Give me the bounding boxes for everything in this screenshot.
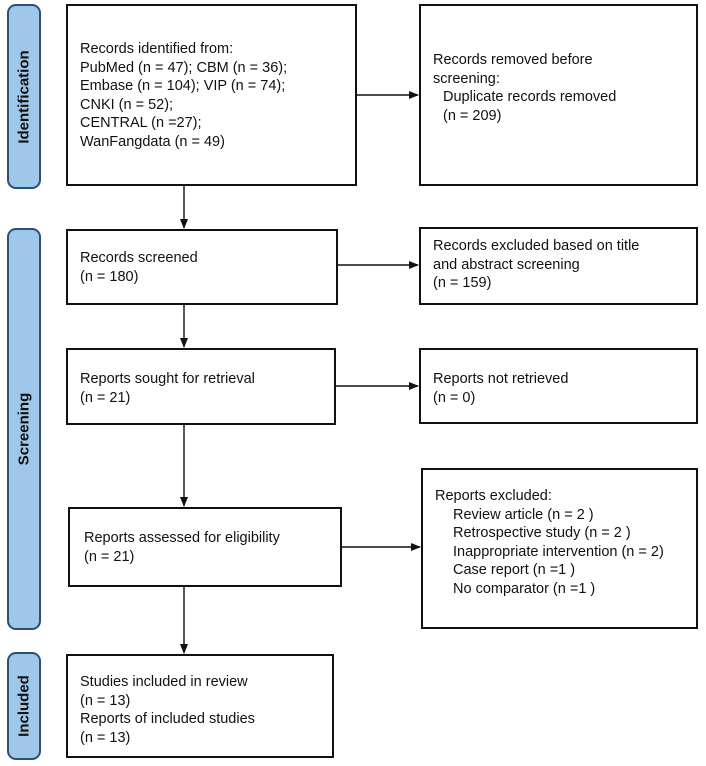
studies-included-line: (n = 13): [80, 692, 131, 709]
reports-excluded-line: Retrospective study (n = 2 ): [453, 525, 631, 541]
reports-not-retrieved-line: Reports not retrieved: [433, 371, 569, 387]
records-identified-line: PubMed (n = 47); CBM (n = 36);: [80, 59, 288, 76]
reports-excluded-box: Reports excluded: Review article (n = 2 …: [421, 468, 698, 629]
reports-excluded-line: Reports excluded:: [435, 488, 552, 504]
records-identified-line: CENTRAL (n =27);: [80, 115, 202, 131]
records-removed-line: (n = 209): [443, 107, 502, 124]
studies-included-line: Reports of included studies: [80, 711, 255, 727]
reports-sought-line: (n = 21): [80, 389, 131, 406]
records-screened-line: Records screened: [80, 250, 198, 266]
records-excluded-line: and abstract screening: [433, 256, 580, 273]
records-identified-line: WanFangdata (n = 49): [80, 133, 225, 150]
reports-assessed-line: (n = 21): [84, 548, 135, 565]
reports-not-retrieved-line: (n = 0): [433, 389, 476, 406]
reports-excluded-line: Case report (n =1 ): [453, 562, 576, 578]
records-removed-line: Duplicate records removed: [443, 89, 617, 105]
reports-excluded-line: Inappropriate intervention (n = 2): [453, 543, 664, 560]
studies-included-line: Studies included in review: [80, 674, 248, 690]
records-removed-line: Records removed before: [433, 52, 593, 68]
records-excluded-line: (n = 159): [433, 275, 492, 291]
records-screened-box: Records screened (n = 180): [66, 229, 338, 305]
records-screened-line: (n = 180): [80, 268, 139, 285]
reports-assessed-box: Reports assessed for eligibility (n = 21…: [68, 507, 342, 587]
records-identified-line: CNKI (n = 52);: [80, 96, 174, 113]
reports-excluded-line: No comparator (n =1 ): [453, 580, 596, 597]
reports-assessed-line: Reports assessed for eligibility: [84, 530, 280, 546]
records-excluded-box: Records excluded based on title and abst…: [419, 227, 698, 305]
records-identified-box: Records identified from: PubMed (n = 47)…: [66, 4, 357, 186]
records-excluded-line: Records excluded based on title: [433, 238, 640, 254]
records-identified-line: Embase (n = 104); VIP (n = 74);: [80, 78, 286, 94]
phase-identification: Identification: [7, 4, 41, 189]
studies-included-line: (n = 13): [80, 729, 131, 746]
reports-excluded-line: Review article (n = 2 ): [453, 506, 594, 523]
phase-included: Included: [7, 652, 41, 760]
phase-screening: Screening: [7, 228, 41, 630]
records-identified-line: Records identified from:: [80, 41, 234, 57]
records-removed-box: Records removed before screening: Duplic…: [419, 4, 698, 186]
records-removed-line: screening:: [433, 70, 500, 87]
studies-included-box: Studies included in review (n = 13) Repo…: [66, 654, 334, 758]
reports-sought-box: Reports sought for retrieval (n = 21): [66, 348, 336, 425]
reports-sought-line: Reports sought for retrieval: [80, 371, 255, 387]
reports-not-retrieved-box: Reports not retrieved (n = 0): [419, 348, 698, 424]
